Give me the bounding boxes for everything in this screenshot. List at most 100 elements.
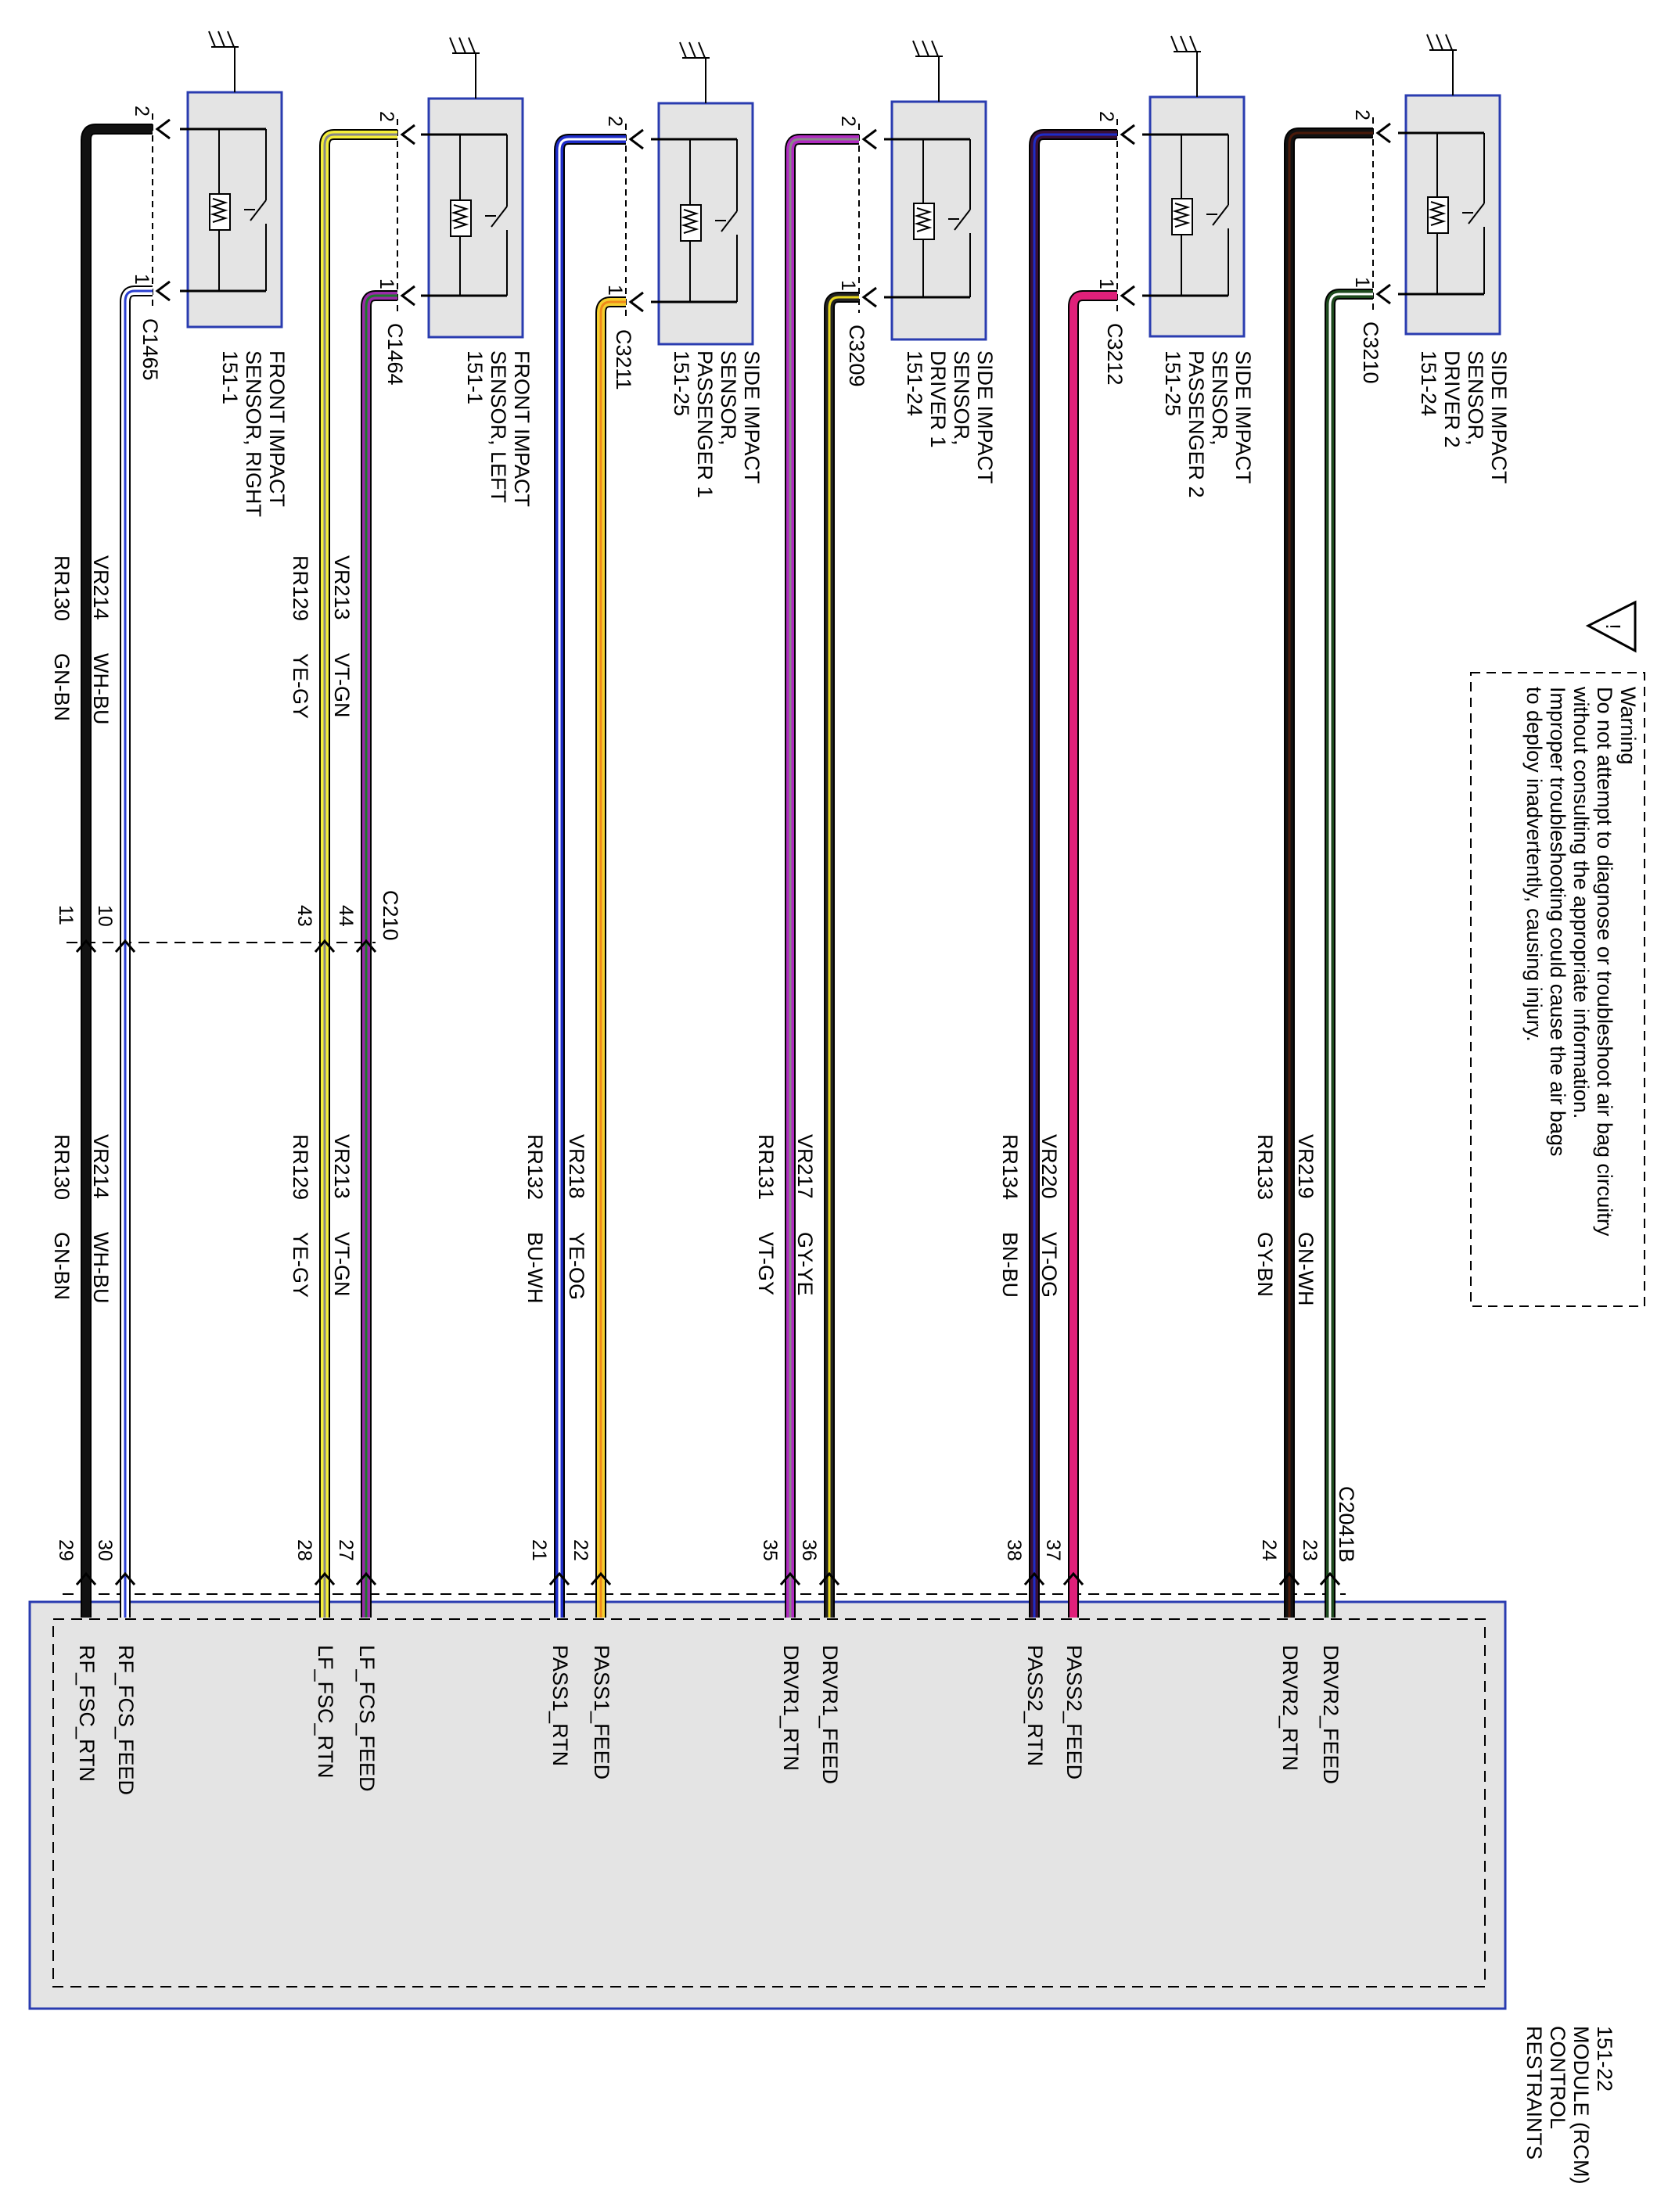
- rcm-name-1: RESTRAINTS: [1522, 2026, 1546, 2160]
- wire-rr131[interactable]: [779, 134, 859, 1618]
- c210-pin-arrow: [314, 939, 336, 953]
- color-label-lower: WH-BU: [89, 1232, 113, 1303]
- rcm-pin-number: 29: [55, 1539, 77, 1561]
- sensor-name-line: 151-24: [1417, 350, 1440, 416]
- wire-rr133[interactable]: [1278, 127, 1373, 1618]
- wire-rr130[interactable]: [75, 124, 153, 1618]
- pin2-arrow: [861, 128, 877, 150]
- wire-vr213[interactable]: [355, 290, 397, 1618]
- rcm-module[interactable]: [28, 1600, 1507, 2010]
- pin-number-bottom: 1: [1095, 278, 1117, 289]
- color-label-upper: WH-BU: [89, 653, 113, 724]
- sensor-name-line: SIDE IMPACT: [973, 350, 997, 484]
- color-label-lower: GY-BN: [1253, 1232, 1277, 1297]
- rcm-pin-arrow: [1023, 1571, 1045, 1585]
- wire-stripe-color: [1328, 293, 1373, 1618]
- pin-number-bottom: 1: [376, 278, 397, 289]
- color-label-upper: GN-BN: [50, 653, 74, 721]
- circuit-label-lower: VR214: [89, 1134, 113, 1199]
- wire-vr218[interactable]: [590, 296, 626, 1618]
- connector-label: C1465: [138, 318, 162, 381]
- wire-base-color: [1069, 292, 1117, 1618]
- wire-vr217[interactable]: [818, 292, 859, 1618]
- rcm-pin-number: 24: [1258, 1539, 1280, 1561]
- wire-rr129[interactable]: [314, 129, 397, 1618]
- warning-line-3: Improper troubleshooting could cause the…: [1546, 687, 1569, 1156]
- wire-vr214[interactable]: [114, 285, 153, 1618]
- sensor-name-line: 151-1: [218, 350, 242, 404]
- resistor-zigzag: [210, 198, 228, 223]
- sensor-name-line: SENSOR,: [717, 350, 740, 446]
- wire-stripe-color: [365, 294, 397, 1618]
- wire-vr219[interactable]: [1319, 289, 1373, 1618]
- color-label-lower: VT-OG: [1037, 1232, 1061, 1298]
- rcm-pin-arrow: [590, 1571, 612, 1585]
- rcm-signal-label: PASS1_FEED: [590, 1645, 613, 1779]
- pin2-arrow: [1120, 124, 1135, 145]
- pin-number-bottom: 1: [837, 280, 859, 291]
- c210-pin-number: 43: [293, 905, 315, 927]
- color-label-lower: BN-BU: [998, 1232, 1022, 1298]
- pin-number-top: 2: [604, 116, 626, 127]
- rcm-pin-arrow: [114, 1571, 136, 1585]
- color-label-upper: YE-GY: [289, 653, 312, 719]
- wire-vr220[interactable]: [1062, 290, 1117, 1618]
- rcm-pin-number: 35: [759, 1539, 781, 1561]
- switch-icon: [954, 209, 971, 231]
- circuit-label-lower: VR213: [330, 1134, 354, 1199]
- wire-stripe-color: [828, 296, 859, 1618]
- rcm-signal-label: DRVR1_FEED: [818, 1645, 842, 1784]
- labels: 29RF_FSC_RTNRR130GN-BN11RR130GN-BN30RF_F…: [50, 555, 1343, 1795]
- wires: [75, 124, 1373, 1618]
- wire-outline: [1325, 289, 1373, 1618]
- warning-line-2: without consulting the appropriate infor…: [1569, 686, 1593, 1119]
- rcm-signal-label: PASS2_RTN: [1023, 1645, 1047, 1766]
- resistor-zigzag: [1172, 203, 1191, 228]
- circuit-label-upper: VR213: [330, 555, 354, 620]
- wire-stripe-color: [1288, 131, 1373, 1618]
- rcm-pin-number: 22: [570, 1539, 591, 1561]
- sensor-name-line: 151-25: [1161, 350, 1184, 416]
- sensor-name-line: SENSOR,: [1464, 350, 1487, 446]
- warning-box: [1470, 672, 1645, 1307]
- color-label-lower: VT-GN: [330, 1232, 354, 1297]
- wire-rr132[interactable]: [548, 134, 626, 1618]
- wire-outline: [1068, 290, 1117, 1618]
- resistor-icon: [1427, 196, 1449, 234]
- warning-triangle-icon: [1585, 600, 1637, 653]
- ground-hatch: [1445, 34, 1453, 51]
- wire-rr134[interactable]: [1023, 129, 1117, 1618]
- pin2-arrow: [1375, 122, 1391, 144]
- rcm-pin-arrow: [818, 1571, 840, 1585]
- c210-pin-number: 10: [94, 905, 116, 927]
- resistor-zigzag: [681, 209, 699, 234]
- rcm-signal-label: PASS2_FEED: [1062, 1645, 1086, 1779]
- rcm-signal-label: DRVR2_FEED: [1319, 1645, 1343, 1784]
- warning-line-4: to deploy inadvertently, causing injury.: [1522, 687, 1546, 1042]
- circuit-label-lower: RR133: [1253, 1134, 1277, 1200]
- pin1-arrow: [861, 286, 877, 308]
- connector-label: C3209: [845, 325, 868, 387]
- resistor-zigzag: [914, 207, 933, 232]
- rcm-pin-arrow: [779, 1571, 801, 1585]
- switch-icon: [721, 210, 738, 232]
- color-label-lower: GN-WH: [1294, 1232, 1318, 1305]
- color-label-lower: VT-GY: [754, 1232, 778, 1295]
- ground-hatch: [227, 31, 235, 48]
- sensor-name-line: SIDE IMPACT: [1231, 350, 1255, 484]
- wire-stripe-color: [124, 289, 153, 1618]
- ground-hatch: [912, 40, 920, 57]
- wire-outline: [120, 285, 153, 1618]
- pin-number-top: 2: [1351, 110, 1373, 120]
- rcm-signal-label: DRVR1_RTN: [779, 1645, 803, 1771]
- wire-outline: [824, 292, 859, 1618]
- color-label-lower: YE-OG: [565, 1232, 588, 1300]
